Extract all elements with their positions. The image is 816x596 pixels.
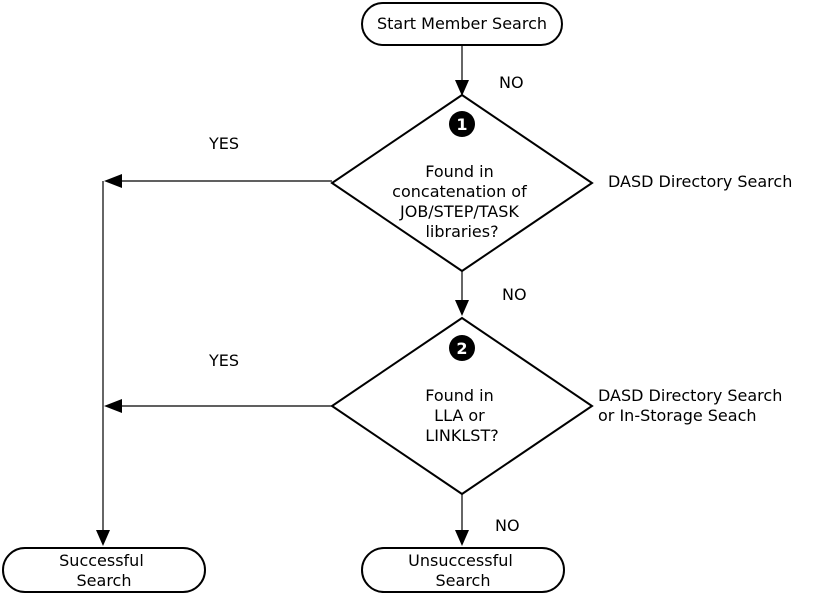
successful-label-line: Successful (59, 551, 144, 570)
decision1-question: Found in concatenation of JOB/STEP/TASK … (392, 162, 532, 241)
decision2-note-line: DASD Directory Search (598, 386, 782, 405)
unsuccessful-label-line: Unsuccessful (408, 551, 513, 570)
successful-label: Successful Search (59, 551, 149, 590)
decision2-diamond (330, 316, 594, 496)
arrowhead-to-decision2 (455, 300, 469, 316)
decision1-question-line: concatenation of (392, 182, 527, 201)
decision2-note: DASD Directory Search or In-Storage Seac… (598, 386, 787, 425)
decision1-number: 1 (456, 115, 467, 134)
arrowhead-decision2-yes (104, 399, 122, 413)
successful-label-line: Search (77, 571, 132, 590)
unsuccessful-label-line: Search (436, 571, 491, 590)
decision2-number-badge (449, 335, 475, 361)
decision2-question-line: LINKLST? (425, 426, 498, 445)
arrowhead-to-decision1 (455, 80, 469, 96)
edge-label-decision1-yes: YES (208, 134, 239, 153)
decision1-question-line: libraries? (425, 222, 498, 241)
decision1-number-badge (449, 111, 475, 137)
decision1-question-line: JOB/STEP/TASK (399, 202, 519, 221)
edge-label-decision2-no: NO (495, 516, 520, 535)
decision2-note-line: or In-Storage Seach (598, 406, 757, 425)
decision2-question: Found in LLA or LINKLST? (425, 386, 499, 445)
decision2-number: 2 (456, 339, 467, 358)
start-label: Start Member Search (377, 14, 547, 33)
unsuccessful-terminator (361, 547, 565, 593)
arrowhead-decision1-yes (104, 174, 122, 188)
decision1-question-line: Found in (425, 162, 494, 181)
start-terminator (361, 2, 563, 46)
arrowhead-to-successful (96, 530, 110, 546)
decision2-question-line: Found in (425, 386, 494, 405)
edge-label-decision2-yes: YES (208, 351, 239, 370)
start-label-line: Start Member Search (377, 14, 547, 33)
successful-terminator (2, 547, 206, 593)
arrowhead-to-unsuccessful (455, 530, 469, 546)
decision1-note: DASD Directory Search (608, 172, 792, 191)
unsuccessful-label: Unsuccessful Search (408, 551, 518, 590)
decision1-note-line: DASD Directory Search (608, 172, 792, 191)
edge-label-start-no: NO (499, 73, 524, 92)
decision2-question-line: LLA or (434, 406, 485, 425)
decision1-diamond (330, 93, 594, 273)
edge-label-decision1-no: NO (502, 285, 527, 304)
